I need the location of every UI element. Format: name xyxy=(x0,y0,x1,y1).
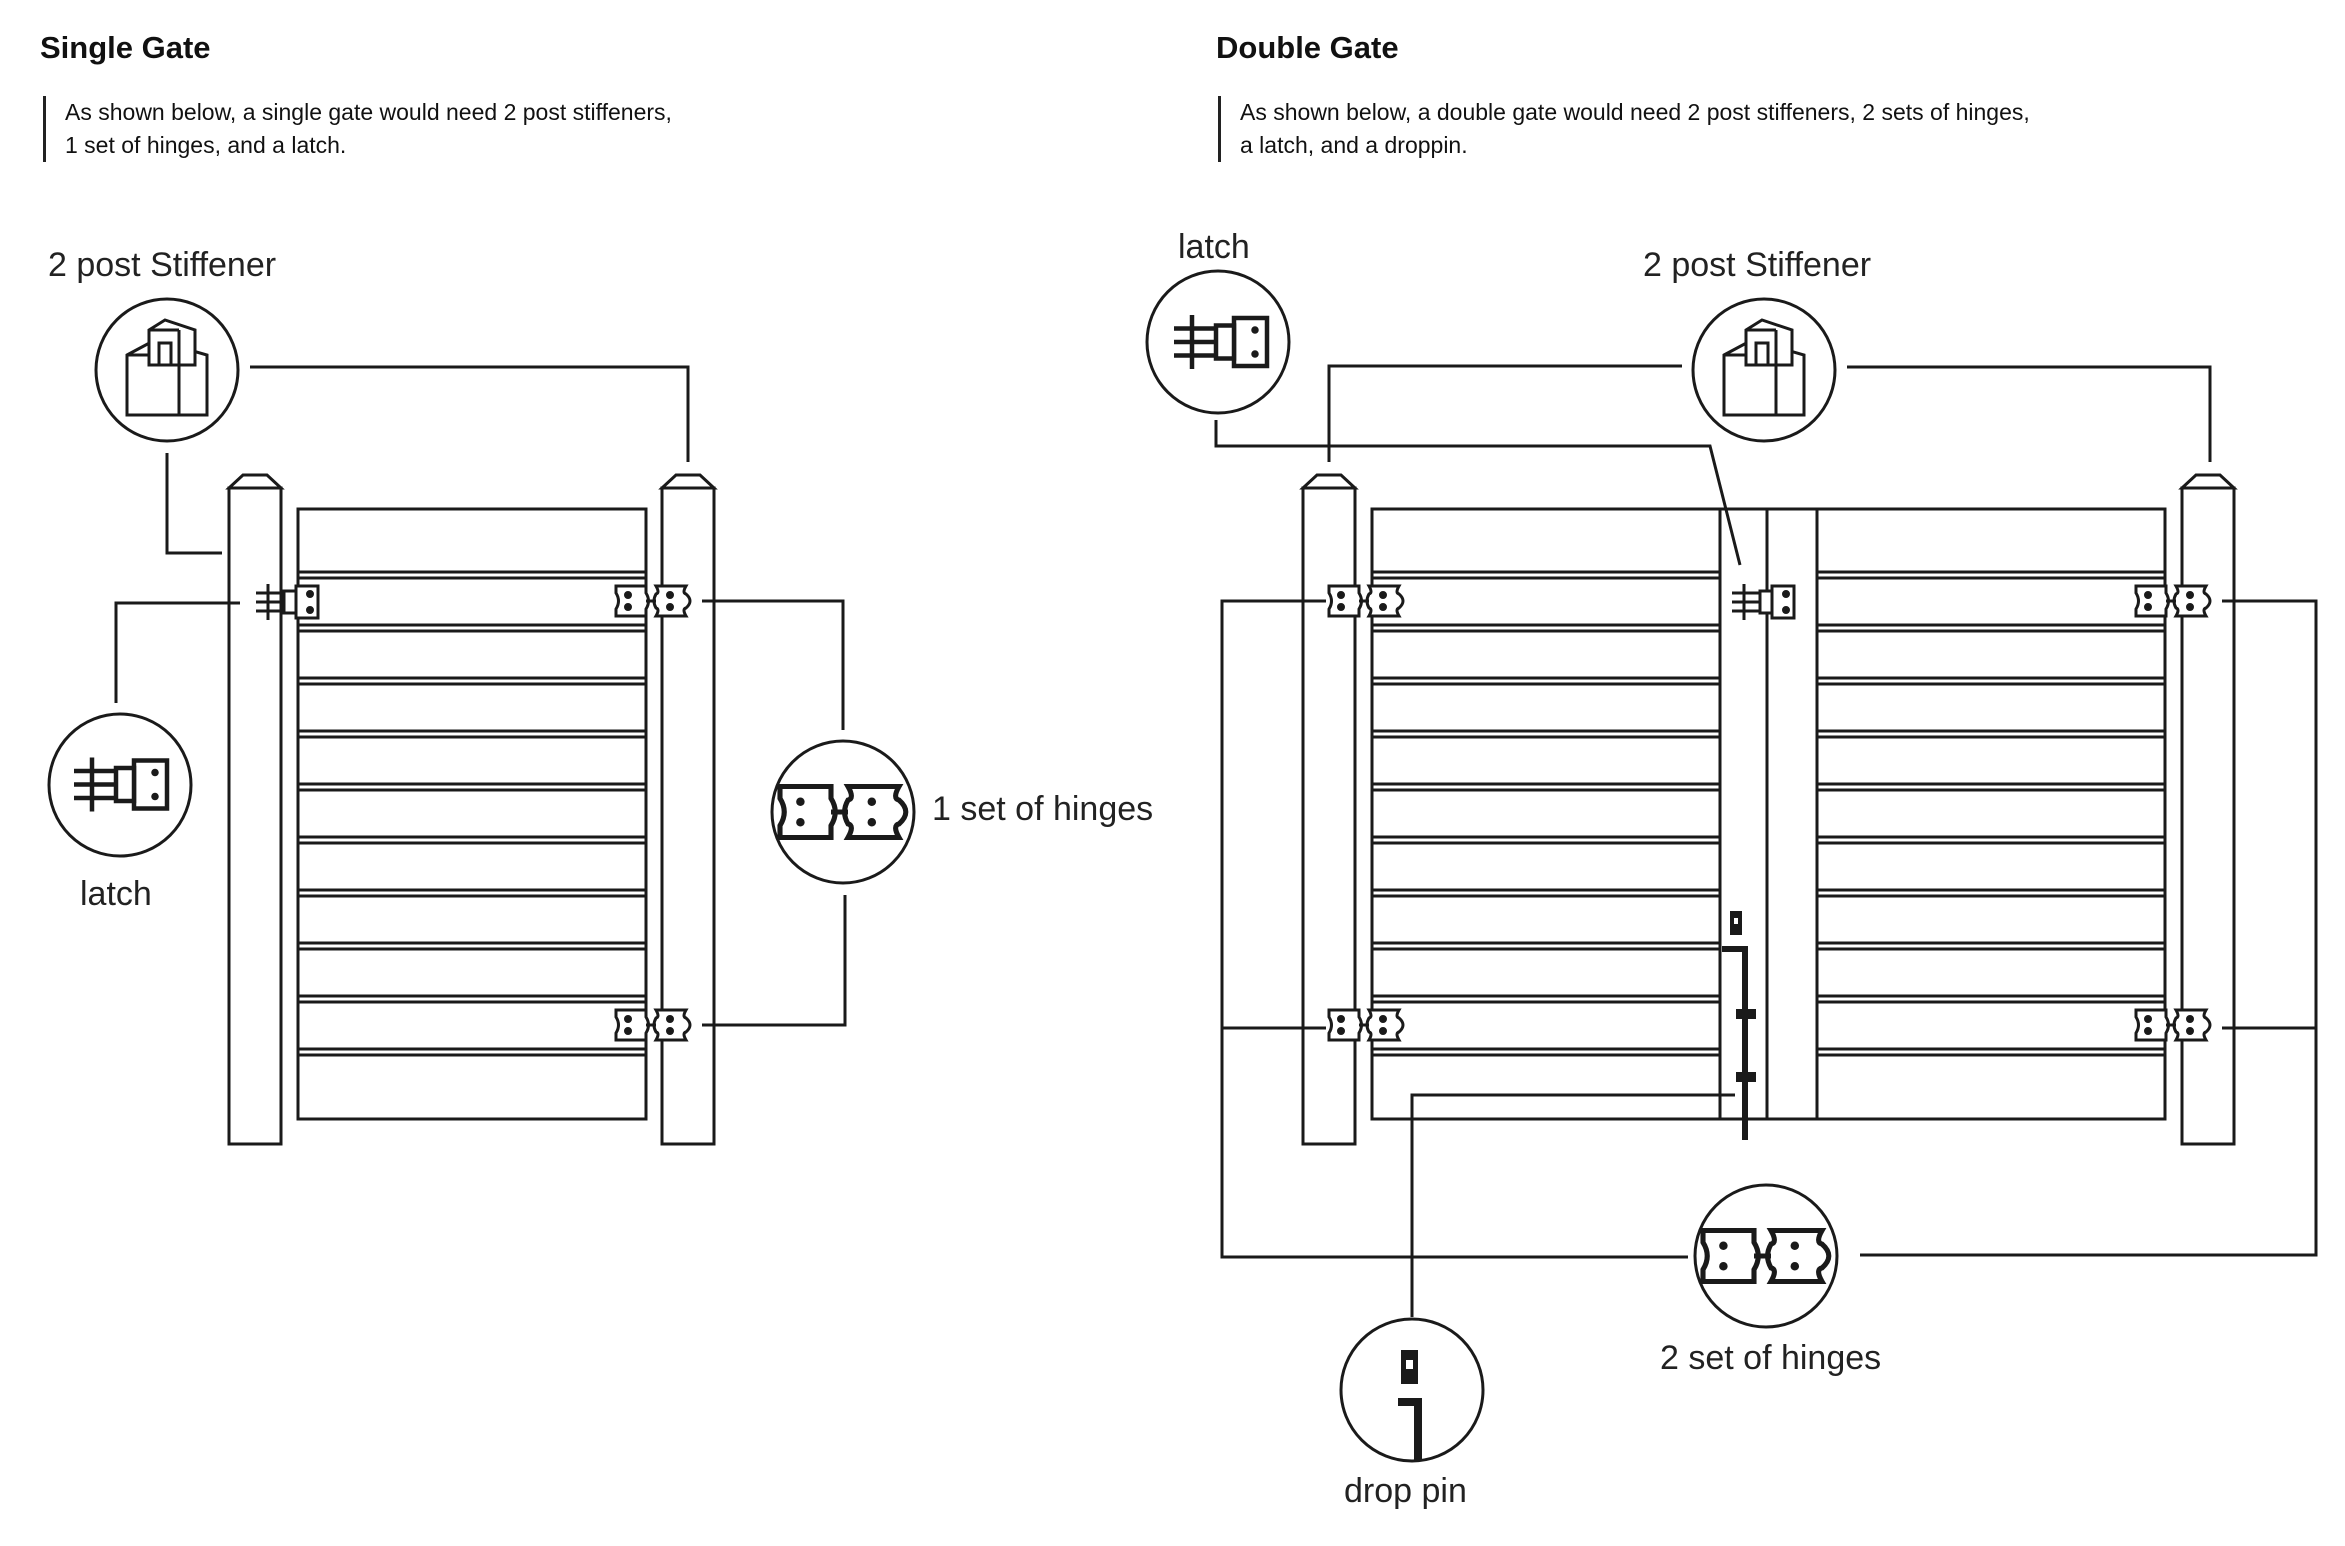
double-right-post xyxy=(2180,473,2236,1146)
double-left-top-hinge xyxy=(1327,584,1405,618)
double-gate-drawing xyxy=(1145,269,2318,1463)
double-drop-pin-callout-circle xyxy=(1339,1317,1485,1463)
single-gate-title: Single Gate xyxy=(40,30,211,65)
double-gate-drop-pin xyxy=(1722,911,1756,1140)
double-gate-right-leaf xyxy=(1765,507,2167,1121)
single-hinge-leader-bottom xyxy=(702,895,847,1027)
double-gate-left-leaf xyxy=(1370,507,1770,1121)
double-left-post xyxy=(1301,473,1357,1146)
double-stiffener-label: 2 post Stiffener xyxy=(1643,246,1871,284)
double-drop-pin-label: drop pin xyxy=(1344,1472,1467,1510)
single-left-post xyxy=(227,473,283,1146)
single-gate-description: As shown below, a single gate would need… xyxy=(43,96,672,162)
single-hinge-label: 1 set of hinges xyxy=(932,790,1153,828)
double-right-bottom-hinge xyxy=(2134,1008,2212,1042)
single-stiffener-leader-left xyxy=(165,453,222,555)
drop-pin-icon xyxy=(1398,1350,1422,1460)
double-gate-title: Double Gate xyxy=(1216,30,1399,65)
single-gate-description-line-1: As shown below, a single gate would need… xyxy=(65,99,672,125)
single-stiffener-leader-right xyxy=(250,365,690,462)
single-gate-boards xyxy=(298,570,646,1057)
double-right-top-hinge xyxy=(2134,584,2212,618)
single-stiffener-label: 2 post Stiffener xyxy=(48,246,276,284)
double-drop-pin-leader xyxy=(1410,1093,1735,1317)
double-gate-boards xyxy=(1372,570,2165,1057)
single-gate-drawing xyxy=(47,297,916,1146)
single-hinge-leader-top xyxy=(702,599,845,730)
single-gate-bottom-hinge xyxy=(614,1008,692,1042)
single-gate-panel xyxy=(296,507,648,1121)
double-stiffener-leader-left xyxy=(1327,364,1682,462)
double-stiffener-leader-right xyxy=(1847,365,2212,462)
double-latch-label: latch xyxy=(1178,228,1250,266)
double-gate-description-line-2: a latch, and a droppin. xyxy=(1240,132,1468,158)
double-hinge-leader-right xyxy=(1860,599,2318,1257)
single-right-post xyxy=(660,473,716,1146)
double-left-bottom-hinge xyxy=(1327,1008,1405,1042)
single-gate-description-line-2: 1 set of hinges, and a latch. xyxy=(65,132,347,158)
double-latch-leader xyxy=(1214,420,1742,566)
double-hinge-label: 2 set of hinges xyxy=(1660,1339,1881,1377)
single-gate-top-hinge xyxy=(614,584,692,618)
double-gate-description-line-1: As shown below, a double gate would need… xyxy=(1240,99,2030,125)
double-gate-description: As shown below, a double gate would need… xyxy=(1218,96,2030,162)
double-hinge-leader-left xyxy=(1220,599,1688,1259)
single-latch-leader xyxy=(114,601,240,703)
single-latch-label: latch xyxy=(80,875,152,913)
